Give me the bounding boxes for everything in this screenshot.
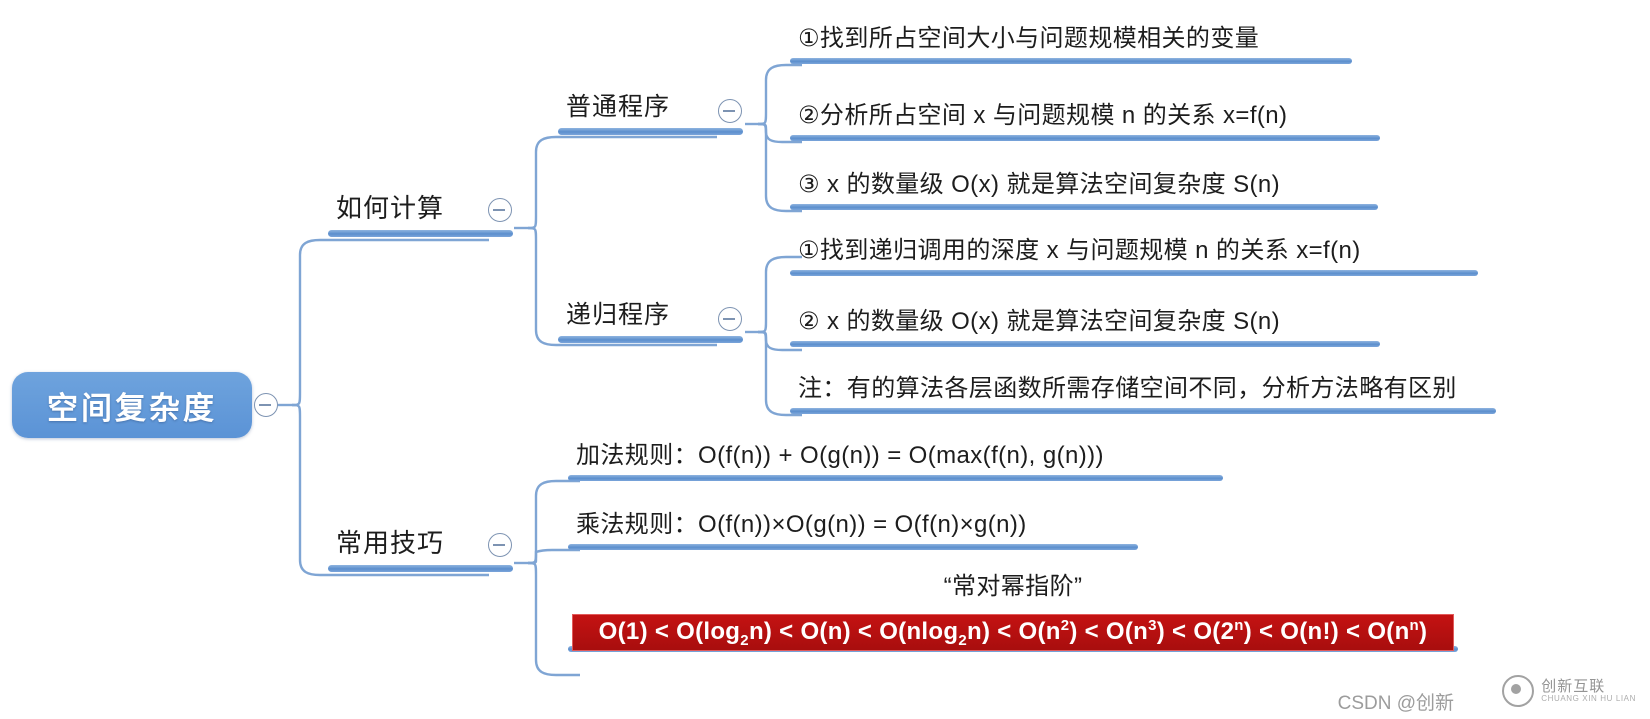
subbranch-underline-bar (558, 128, 743, 135)
leaf-underline-bar (790, 341, 1380, 347)
leaf-node-label: ②分析所占空间 x 与问题规模 n 的关系 x=f(n) (798, 102, 1288, 129)
leaf-node-recursive-1[interactable]: ①找到递归调用的深度 x 与问题规模 n 的关系 x=f(n) (790, 230, 1478, 276)
subbranch-collapse-toggle-ordinary-program-minus-circle-icon[interactable] (718, 99, 742, 123)
leaf-node-ordinary-2[interactable]: ②分析所占空间 x 与问题规模 n 的关系 x=f(n) (790, 95, 1380, 141)
leaf-node-label: 注：有的算法各层函数所需存储空间不同，分析方法略有区别 (798, 375, 1457, 402)
brand-names: 创新互联 CHUANG XIN HU LIAN (1541, 679, 1636, 703)
complexity-order-highlight: O(1) < O(log2n) < O(n) < O(nlog2n) < O(n… (572, 614, 1454, 651)
branch-collapse-toggle-how-to-calculate-minus-circle-icon[interactable] (488, 198, 512, 222)
leaf-node-label: 加法规则：O(f(n)) + O(g(n)) = O(max(f(n), g(n… (576, 442, 1104, 469)
csdn-watermark: CSDN @创新 (1337, 693, 1454, 714)
leaf-node-recursive-2[interactable]: ② x 的数量级 O(x) 就是算法空间复杂度 S(n) (790, 301, 1380, 347)
branch-underline-bar (328, 230, 513, 237)
leaf-underline-bar (568, 475, 1223, 481)
subbranch-collapse-toggle-recursive-program-minus-circle-icon[interactable] (718, 307, 742, 331)
leaf-node-label: ② x 的数量级 O(x) 就是算法空间复杂度 S(n) (798, 308, 1281, 335)
leaf-underline-bar (790, 58, 1352, 64)
leaf-node-addition-rule[interactable]: 加法规则：O(f(n)) + O(g(n)) = O(max(f(n), g(n… (568, 435, 1223, 481)
subbranch-underline-bar (558, 336, 743, 343)
leaf-underline-bar (790, 135, 1380, 141)
brand-logo-icon (1502, 675, 1535, 707)
leaf-node-label: ①找到所占空间大小与问题规模相关的变量 (798, 25, 1260, 52)
complexity-order-formula: O(1) < O(log2n) < O(n) < O(nlog2n) < O(n… (598, 616, 1428, 649)
brand-name-cn: 创新互联 (1541, 677, 1606, 695)
root-node-label: 空间复杂度 (47, 390, 217, 426)
leaf-node-label: ③ x 的数量级 O(x) 就是算法空间复杂度 S(n) (798, 171, 1281, 198)
branch-node-common-techniques[interactable]: 常用技巧 (328, 523, 513, 572)
branch-collapse-toggle-common-techniques-minus-circle-icon[interactable] (488, 533, 512, 557)
branch-node-how-to-calculate[interactable]: 如何计算 (328, 188, 513, 237)
subbranch-node-ordinary-program[interactable]: 普通程序 (558, 87, 743, 135)
leaf-underline-bar (790, 408, 1496, 414)
branch-node-label: 常用技巧 (336, 528, 445, 558)
leaf-node-label: “常对幂指阶” (943, 573, 1083, 600)
subbranch-node-recursive-program[interactable]: 递归程序 (558, 295, 743, 343)
leaf-node-label: ①找到递归调用的深度 x 与问题规模 n 的关系 x=f(n) (798, 237, 1361, 264)
root-node[interactable]: 空间复杂度 (12, 372, 252, 438)
branch-node-label: 如何计算 (336, 193, 445, 223)
subbranch-node-label: 普通程序 (566, 93, 671, 121)
leaf-node-label: 乘法规则：O(f(n))×O(g(n)) = O(f(n)×g(n)) (576, 511, 1027, 538)
leaf-underline-bar (568, 544, 1138, 550)
leaf-underline-bar (790, 204, 1378, 210)
leaf-node-recursive-3[interactable]: 注：有的算法各层函数所需存储空间不同，分析方法略有区别 (790, 368, 1496, 414)
root-collapse-toggle-minus-circle-icon[interactable] (254, 393, 278, 417)
leaf-node-ordinary-1[interactable]: ①找到所占空间大小与问题规模相关的变量 (790, 18, 1352, 64)
leaf-node-multiplication-rule[interactable]: 乘法规则：O(f(n))×O(g(n)) = O(f(n)×g(n)) (568, 504, 1138, 550)
brand-name-en: CHUANG XIN HU LIAN (1541, 693, 1636, 703)
brand-watermark: 创新互联 CHUANG XIN HU LIAN (1502, 675, 1636, 707)
leaf-underline-bar (790, 270, 1478, 276)
branch-underline-bar (328, 565, 513, 572)
subbranch-node-label: 递归程序 (566, 301, 671, 329)
leaf-node-ordinary-3[interactable]: ③ x 的数量级 O(x) 就是算法空间复杂度 S(n) (790, 164, 1378, 210)
